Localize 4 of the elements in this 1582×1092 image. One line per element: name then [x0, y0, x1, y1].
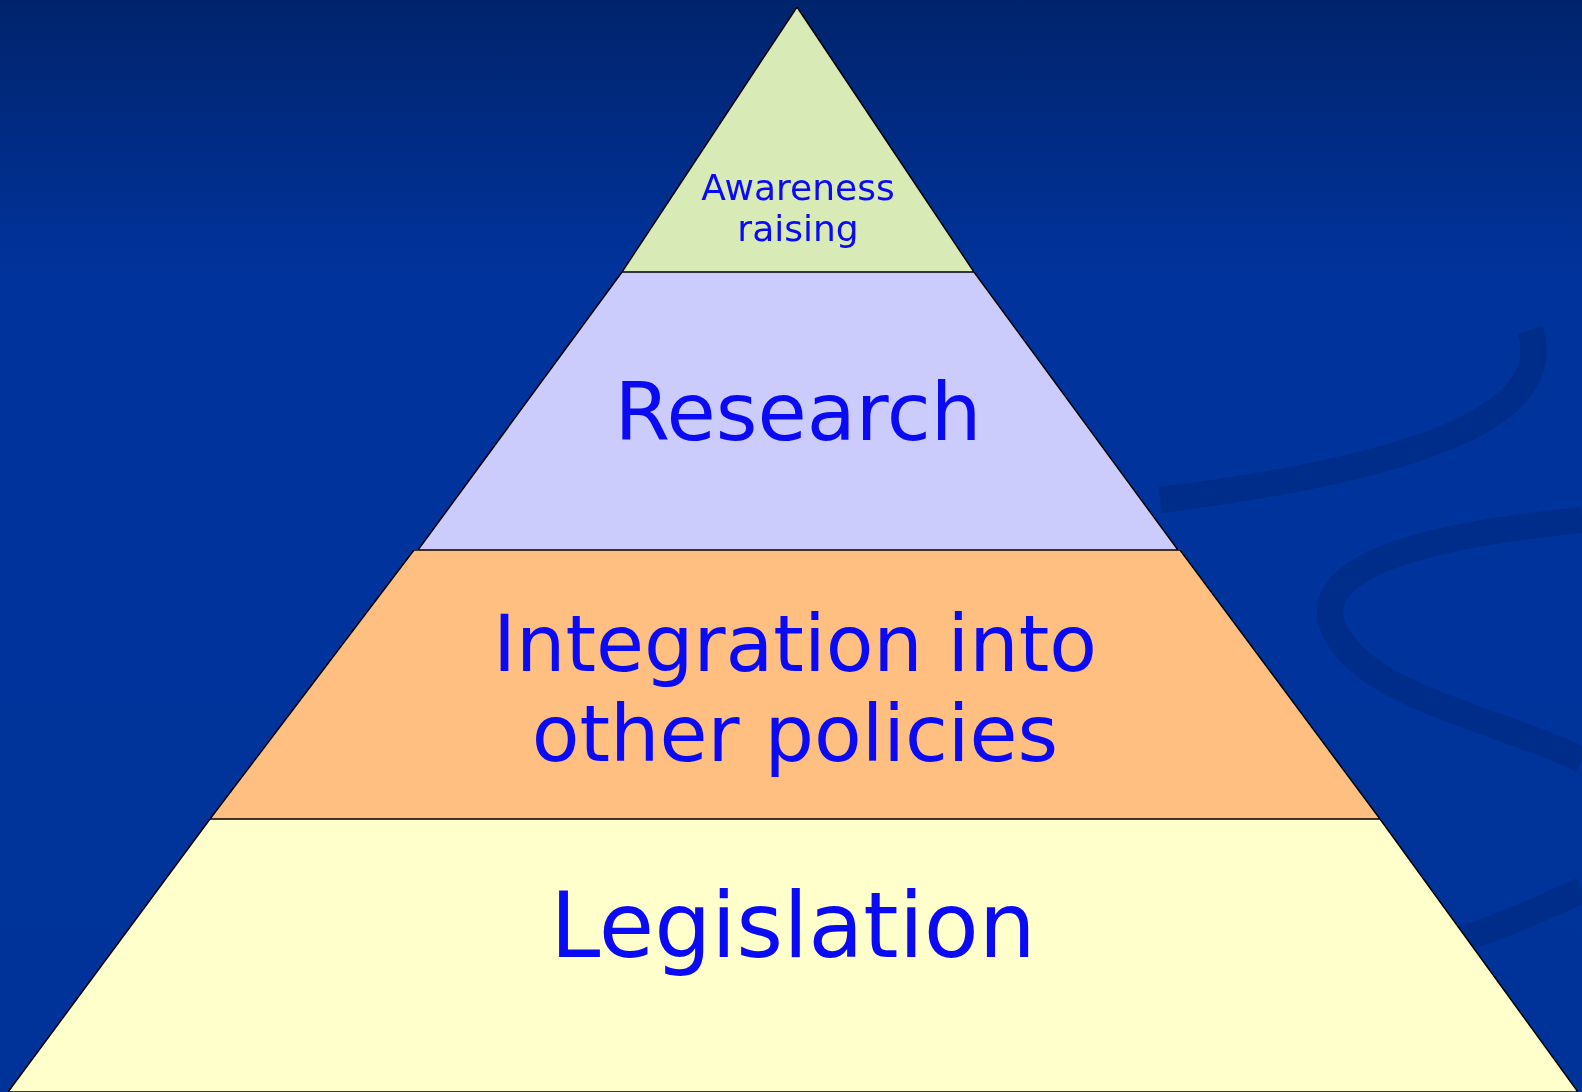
tier-label: Awareness raising: [700, 167, 896, 250]
tier-label: Research: [614, 367, 982, 459]
tier-label: Legislation: [550, 874, 1036, 978]
tier-label: Integration into other policies: [492, 600, 1098, 780]
